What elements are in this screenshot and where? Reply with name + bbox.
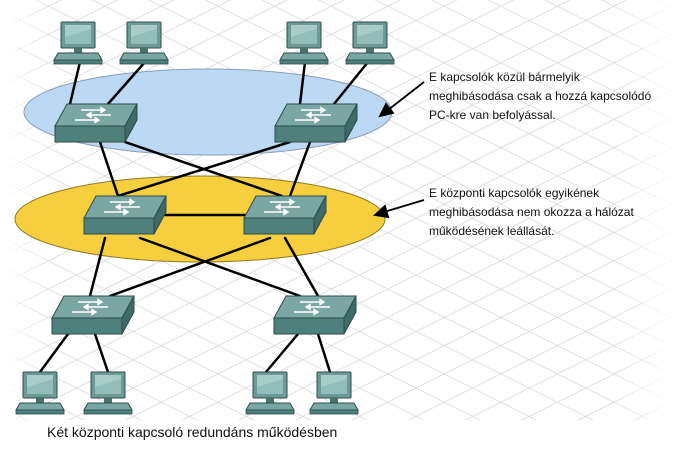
- pc-icon: [279, 21, 329, 65]
- note-line: meghibásodása nem okozza a hálózat: [429, 205, 634, 219]
- note-line: működésének leállását.: [429, 224, 555, 238]
- switch-icon: [83, 195, 167, 235]
- core-switch-zone: [14, 175, 386, 263]
- switch-icon: [54, 103, 138, 143]
- pc-icon: [245, 371, 295, 415]
- pc-icon: [345, 21, 395, 65]
- pc-icon: [309, 371, 359, 415]
- core-switch-note: E központi kapcsolók egyikének meghibáso…: [429, 184, 634, 241]
- switch-icon: [51, 295, 135, 335]
- arrow-icon: [372, 199, 425, 219]
- switch-icon: [273, 295, 357, 335]
- pc-icon: [15, 371, 65, 415]
- pc-icon: [119, 21, 169, 65]
- note-line: PC-kre van befolyással.: [429, 108, 556, 122]
- pc-icon: [83, 371, 133, 415]
- note-line: E központi kapcsolók egyikének: [429, 186, 600, 200]
- switch-icon: [274, 103, 358, 143]
- pc-icon: [53, 21, 103, 65]
- note-line: E kapcsolók közül bármelyik: [429, 70, 580, 84]
- arrow-icon: [378, 81, 425, 118]
- note-line: meghibásodása csak a hozzá kapcsolódó: [429, 89, 652, 103]
- switch-icon: [243, 195, 327, 235]
- network-links: [38, 60, 370, 374]
- access-switch-note: E kapcsolók közül bármelyik meghibásodás…: [429, 68, 651, 125]
- figure-caption: Két központi kapcsoló redundáns működésb…: [47, 424, 338, 440]
